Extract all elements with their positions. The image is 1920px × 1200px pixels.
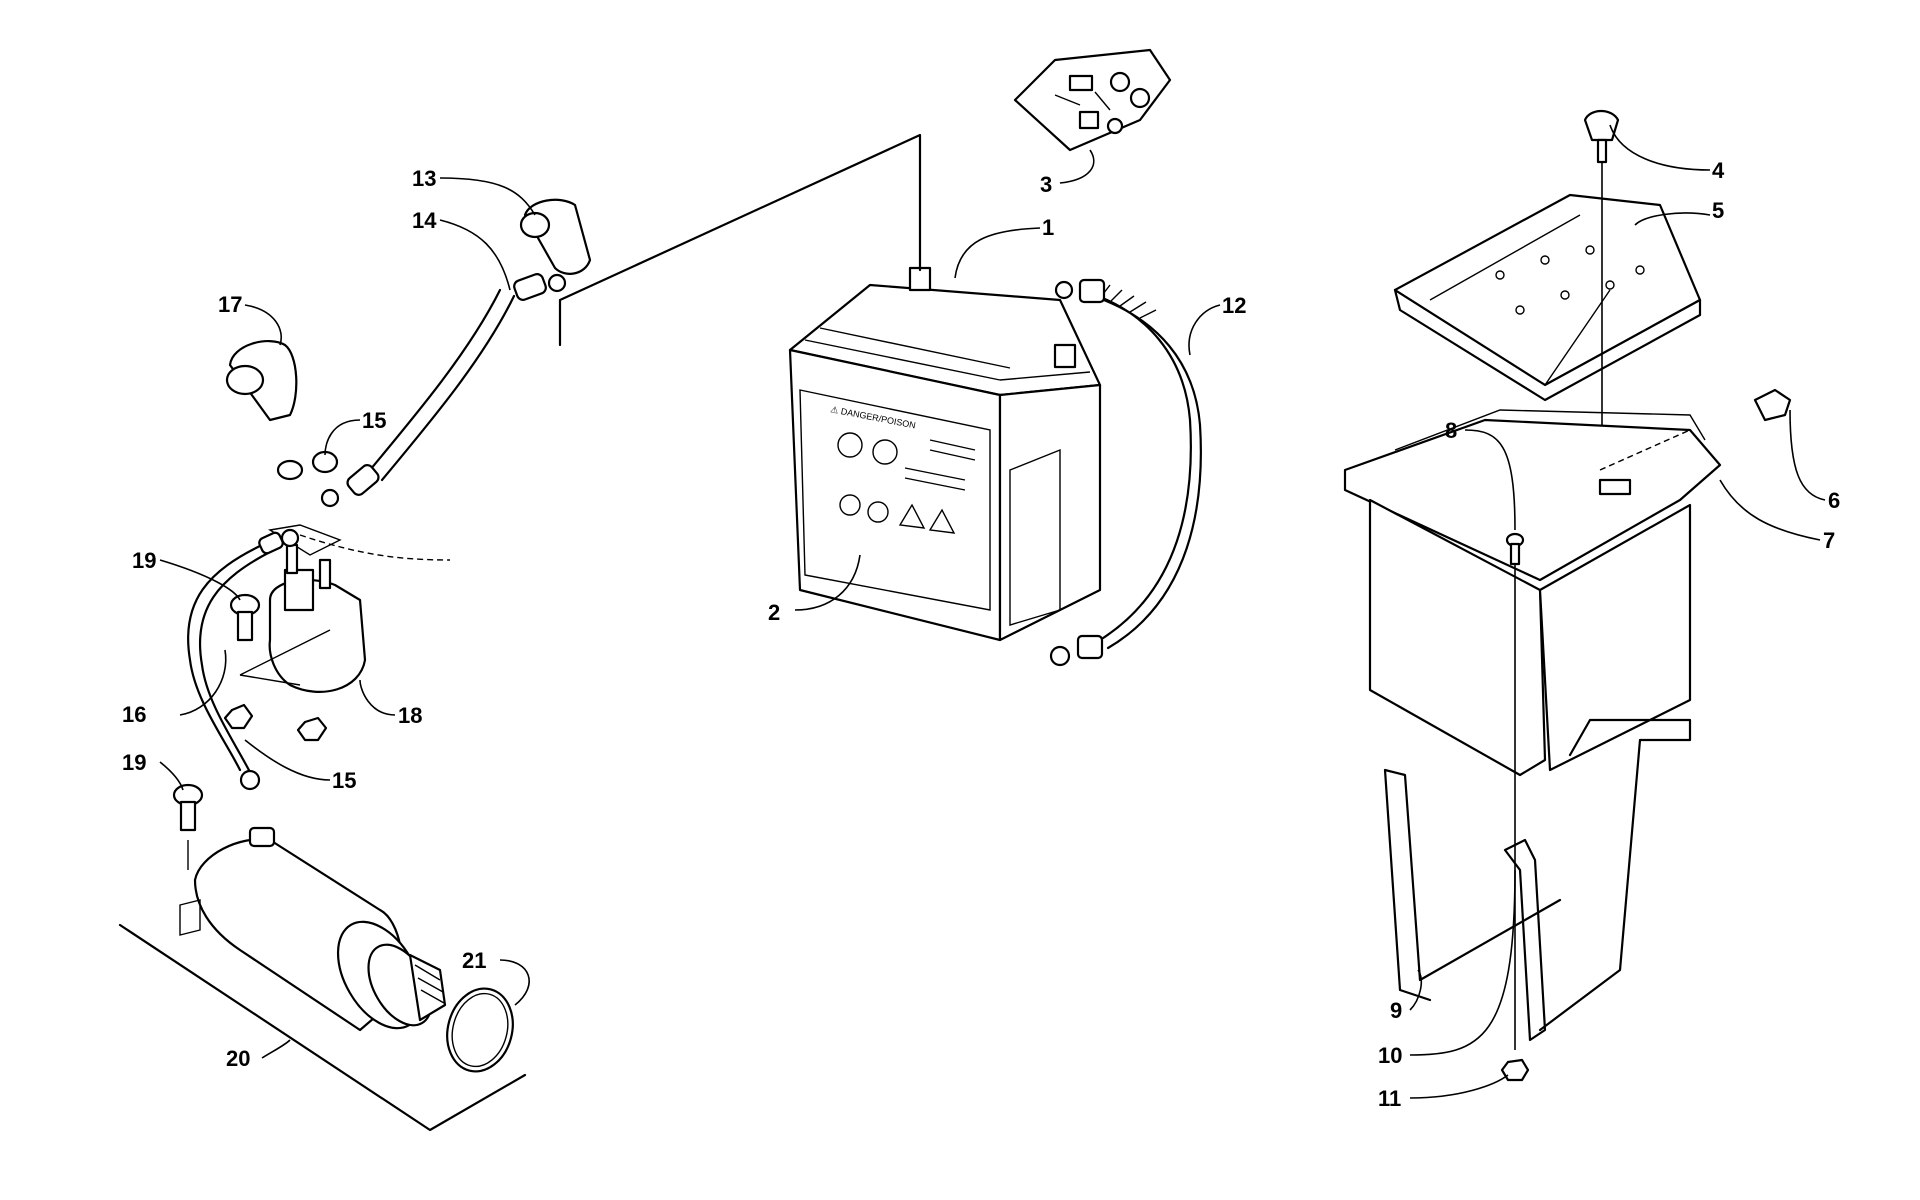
callout-10: 10 xyxy=(1378,1043,1402,1068)
nut-15-bottom xyxy=(223,703,328,742)
callout-13: 13 xyxy=(412,166,436,191)
callout-19-top: 19 xyxy=(132,548,156,573)
hold-down-bolt xyxy=(1583,109,1620,164)
o-ring xyxy=(446,987,514,1073)
starter-motor xyxy=(118,826,527,1132)
strap-9 xyxy=(1383,718,1692,1032)
callout-8: 8 xyxy=(1445,418,1457,443)
callout-5: 5 xyxy=(1712,198,1724,223)
terminal-boot-13 xyxy=(519,198,592,275)
callout-19-bottom: 19 xyxy=(122,750,146,775)
callout-9: 9 xyxy=(1390,998,1402,1023)
callout-18: 18 xyxy=(398,703,422,728)
screw-19-top xyxy=(229,593,261,642)
callout-14: 14 xyxy=(412,208,437,233)
battery-hold-down-plate xyxy=(1393,193,1702,402)
callout-21: 21 xyxy=(462,948,486,973)
starter-cable xyxy=(187,528,300,791)
screw-19-bottom xyxy=(172,783,204,870)
callout-12: 12 xyxy=(1222,293,1246,318)
terminal-boot-17 xyxy=(225,340,298,422)
callout-7: 7 xyxy=(1823,528,1835,553)
callout-11: 11 xyxy=(1378,1086,1401,1111)
negative-cable xyxy=(1049,278,1202,667)
starter-solenoid xyxy=(239,524,451,693)
battery-box xyxy=(1343,409,1722,777)
nut-15-top xyxy=(276,450,339,481)
speed-nut xyxy=(1753,388,1792,422)
callout-6: 6 xyxy=(1828,488,1840,513)
callout-15-top: 15 xyxy=(362,408,386,433)
callout-leaders xyxy=(159,124,1826,1099)
screw-8 xyxy=(1505,532,1525,566)
callout-1: 1 xyxy=(1042,215,1054,240)
callout-16: 16 xyxy=(122,702,146,727)
strap-10 xyxy=(1503,838,1547,1042)
battery: ⚠ DANGER/POISON xyxy=(788,266,1102,642)
terminal-hardware-kit xyxy=(1013,48,1172,152)
positive-cable xyxy=(320,273,567,508)
callout-2: 2 xyxy=(768,600,780,625)
callout-17: 17 xyxy=(218,292,242,317)
callout-20: 20 xyxy=(226,1046,250,1071)
flange-nut-11 xyxy=(1500,1058,1530,1082)
callout-4: 4 xyxy=(1712,158,1725,183)
callout-labels: 1 2 3 4 5 6 7 8 9 10 11 12 13 14 15 15 1… xyxy=(122,158,1840,1111)
callout-15-bottom: 15 xyxy=(332,768,356,793)
callout-3: 3 xyxy=(1040,172,1052,197)
